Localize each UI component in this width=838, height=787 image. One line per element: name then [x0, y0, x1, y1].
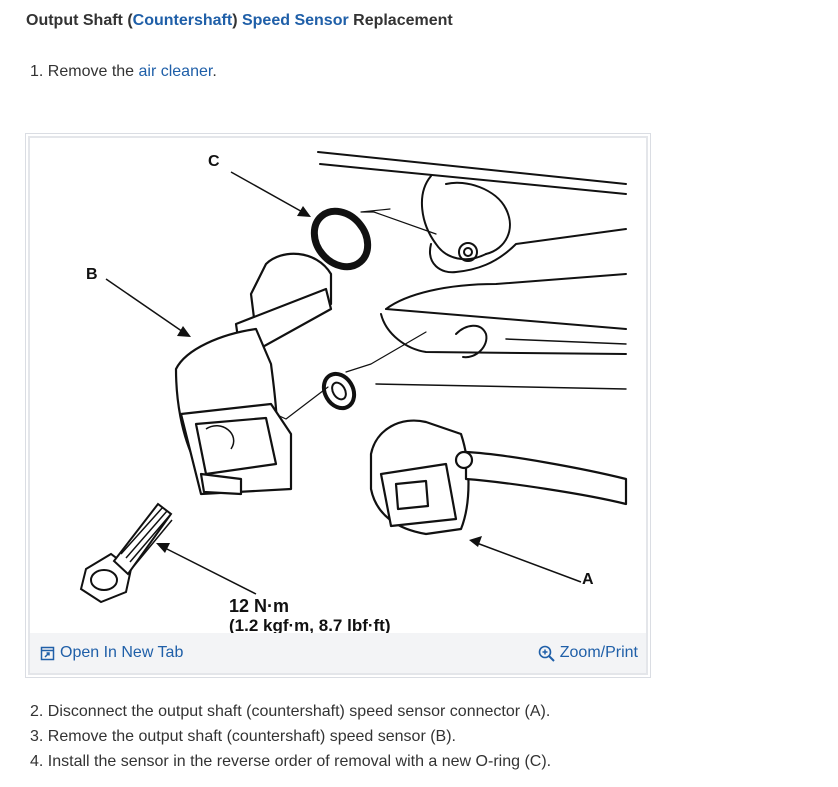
o-ring-c	[310, 207, 372, 271]
zoom-print-button[interactable]: Zoom/Print	[538, 644, 638, 662]
title-text-1: Output Shaft (	[26, 12, 133, 29]
housing-line	[385, 273, 627, 310]
sensor-bore-inner	[463, 247, 473, 257]
housing-boss	[445, 181, 511, 255]
housing-boss	[420, 175, 487, 261]
open-in-new-tab-label: Open In New Tab	[60, 644, 184, 661]
sensor-replacement-illustration: C B A 12 N·m (1.2 kgf·m, 8.7 lbf·ft)	[79, 151, 628, 634]
housing-line	[317, 151, 627, 185]
step-2: 2. Disconnect the output shaft (counters…	[30, 703, 551, 720]
open-in-new-tab-button[interactable]: Open In New Tab	[40, 644, 183, 662]
speed-sensor-link[interactable]: Speed Sensor	[241, 12, 349, 29]
countershaft-link[interactable]: Countershaft	[132, 12, 233, 29]
label-b: B	[86, 266, 98, 283]
step-1-prefix: 1. Remove the	[30, 63, 139, 80]
arrows	[105, 171, 582, 595]
step-3: 3. Remove the output shaft (countershaft…	[30, 728, 456, 745]
housing-detail	[455, 324, 488, 359]
torque-spec-line-1: 12 N·m	[229, 596, 289, 616]
arrow-heads	[156, 206, 482, 553]
housing-line	[375, 383, 627, 390]
zoom-icon	[538, 645, 555, 662]
label-a: A	[582, 571, 594, 588]
bolt	[79, 502, 173, 604]
figure-frame	[28, 136, 648, 675]
figure-toolbar: Open In New Tab Zoom/Print	[30, 633, 646, 673]
label-c: C	[208, 153, 220, 170]
speed-sensor-b	[174, 252, 333, 496]
housing-line	[385, 308, 627, 330]
title-text-3: Replacement	[348, 12, 453, 29]
sensor-bore	[458, 242, 478, 262]
washer	[321, 371, 357, 411]
torque-spec-line-2: (1.2 kgf·m, 8.7 lbf·ft)	[229, 616, 391, 634]
step-4: 4. Install the sensor in the reverse ord…	[30, 753, 552, 770]
leader-line	[373, 211, 437, 235]
open-new-tab-icon	[40, 646, 55, 661]
step-1-suffix: .	[212, 63, 217, 80]
housing-line	[380, 313, 627, 355]
leader-line	[360, 208, 391, 213]
air-cleaner-link[interactable]: air cleaner	[138, 63, 213, 80]
page-title: Output Shaft (Countershaft) Speed Sensor…	[26, 12, 453, 30]
housing-line	[429, 228, 627, 274]
title-text-2: )	[232, 12, 242, 29]
connector-a	[369, 419, 628, 536]
figure-panel: C B A 12 N·m (1.2 kgf·m, 8.7 lbf·ft) Ope…	[25, 133, 651, 678]
housing-line	[319, 163, 627, 195]
leader-line	[345, 331, 427, 373]
washer-hole	[331, 381, 347, 401]
housing-line	[505, 338, 627, 345]
zoom-print-label: Zoom/Print	[559, 644, 638, 661]
sensor-detail	[205, 425, 235, 450]
step-1: 1. Remove the air cleaner.	[30, 63, 217, 81]
